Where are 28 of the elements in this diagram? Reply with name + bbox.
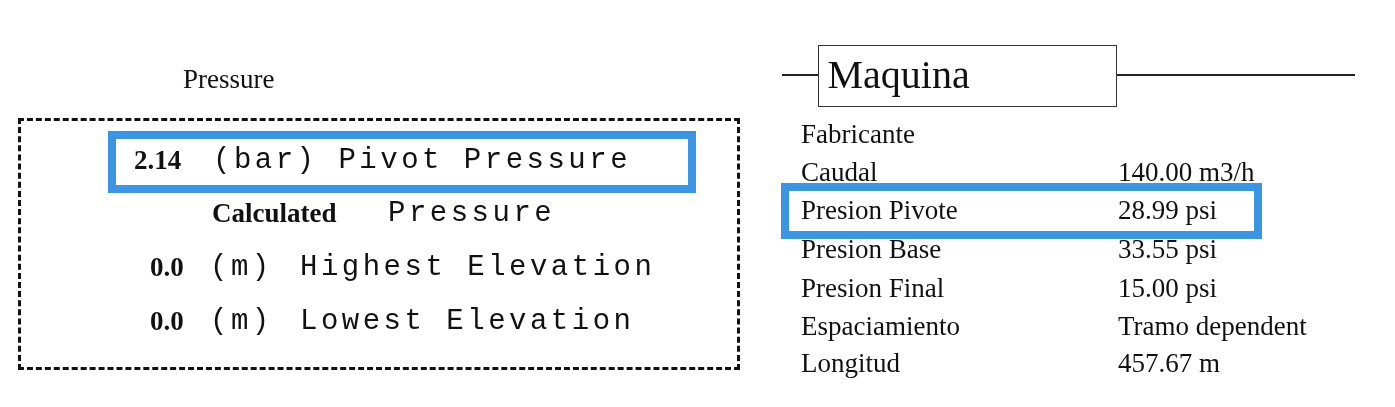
table-cell: Fabricante [801,121,915,148]
elevation-value: 0.0 [150,308,184,335]
table-cell: 140.00 m3/h [1118,159,1255,186]
pressure-label: (bar) Pivot Pressure [213,146,632,175]
panel-heading: Pressure [183,66,275,93]
table-cell: Presion Final [801,275,945,302]
table-cell: 15.00 psi [1118,275,1217,302]
section-title: Maquina [827,54,970,95]
elevation-label: Highest Elevation [300,253,656,282]
unit-label: (m) [210,253,273,282]
unit-label: (m) [210,307,273,336]
table-cell: Presion Pivote [801,197,958,224]
pressure-value: 2.14 [134,147,182,174]
table-cell: 28.99 psi [1118,197,1217,224]
table-cell: 457.67 m [1118,350,1220,377]
table-cell: Tramo dependent [1118,313,1307,340]
calculated-label: Calculated [212,200,337,227]
highlight-box [108,131,696,193]
elevation-label: Lowest Elevation [300,307,635,336]
highlight-box [781,183,1262,239]
table-cell: Presion Base [801,236,942,263]
table-cell: 33.55 psi [1118,236,1217,263]
pressure-label: Pressure [388,199,556,228]
table-cell: Caudal [801,159,878,186]
table-cell: Espaciamiento [801,313,960,340]
elevation-value: 0.0 [150,254,184,281]
section-title-box [818,45,1117,107]
table-cell: Longitud [801,350,900,377]
